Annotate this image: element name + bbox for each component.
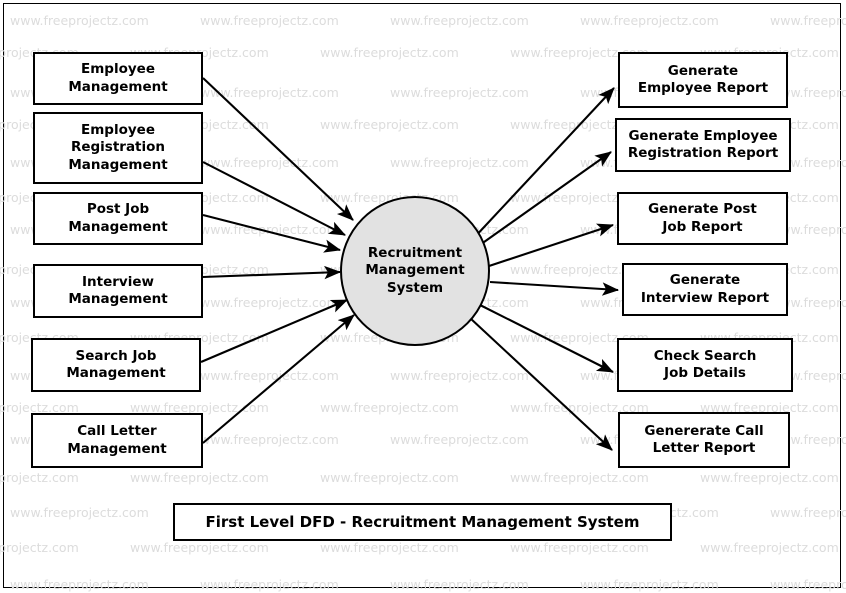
input-entity-post-job-management[interactable]: Post Job Management	[33, 192, 203, 245]
node-label: Post Job Management	[68, 201, 168, 235]
node-label: Search Job Management	[66, 347, 166, 381]
node-label: Generate Interview Report	[640, 272, 770, 306]
output-entity-generate-employee-registration-report[interactable]: Generate Employee Registration Report	[615, 118, 791, 172]
output-entity-generate-interview-report[interactable]: Generate Interview Report	[622, 263, 788, 316]
node-label: Generate Employee Registration Report	[627, 127, 779, 161]
caption-label: First Level DFD - Recruitment Management…	[205, 513, 640, 531]
input-entity-interview-management[interactable]: Interview Management	[33, 264, 203, 318]
output-entity-generate-employee-report[interactable]: Generate Employee Report	[618, 52, 788, 108]
process-label: Recruitment Management System	[365, 244, 465, 296]
node-label: Interview Management	[68, 273, 168, 307]
flow-arrow-input-3	[202, 213, 342, 253]
flow-arrow-output-6	[469, 317, 613, 451]
node-label: Check Search Job Details	[653, 347, 757, 381]
flow-arrow-output-3	[482, 223, 614, 269]
node-label: Employee Management	[68, 61, 168, 95]
node-label: Generate Employee Report	[637, 62, 769, 96]
input-entity-employee-management[interactable]: Employee Management	[33, 52, 203, 105]
output-entity-genererate-call-letter-report[interactable]: Genererate Call Letter Report	[618, 412, 790, 468]
flow-arrow-input-5	[200, 299, 348, 363]
flow-arrow-input-2	[202, 161, 346, 236]
node-label: Employee Registration Management	[68, 122, 168, 173]
process-recruitment-management-system[interactable]: Recruitment Management System	[340, 196, 490, 346]
flow-arrow-input-6	[202, 314, 355, 444]
flow-arrow-output-5	[477, 303, 614, 373]
output-entity-check-search-job-details[interactable]: Check Search Job Details	[617, 338, 793, 392]
input-entity-employee-registration-management[interactable]: Employee Registration Management	[33, 112, 203, 184]
input-entity-call-letter-management[interactable]: Call Letter Management	[31, 413, 203, 468]
input-entity-search-job-management[interactable]: Search Job Management	[31, 338, 201, 392]
node-label: Call Letter Management	[67, 423, 167, 457]
flow-arrow-output-2	[469, 151, 612, 253]
flow-arrow-output-1	[471, 87, 615, 241]
node-label: Genererate Call Letter Report	[644, 422, 764, 456]
flow-arrow-output-4	[489, 280, 620, 296]
output-entity-generate-post-job-report[interactable]: Generate Post Job Report	[617, 192, 788, 245]
node-label: Generate Post Job Report	[648, 201, 757, 235]
flow-arrow-input-4	[202, 265, 342, 280]
flow-arrow-input-1	[202, 77, 354, 221]
diagram-caption: First Level DFD - Recruitment Management…	[173, 503, 672, 541]
